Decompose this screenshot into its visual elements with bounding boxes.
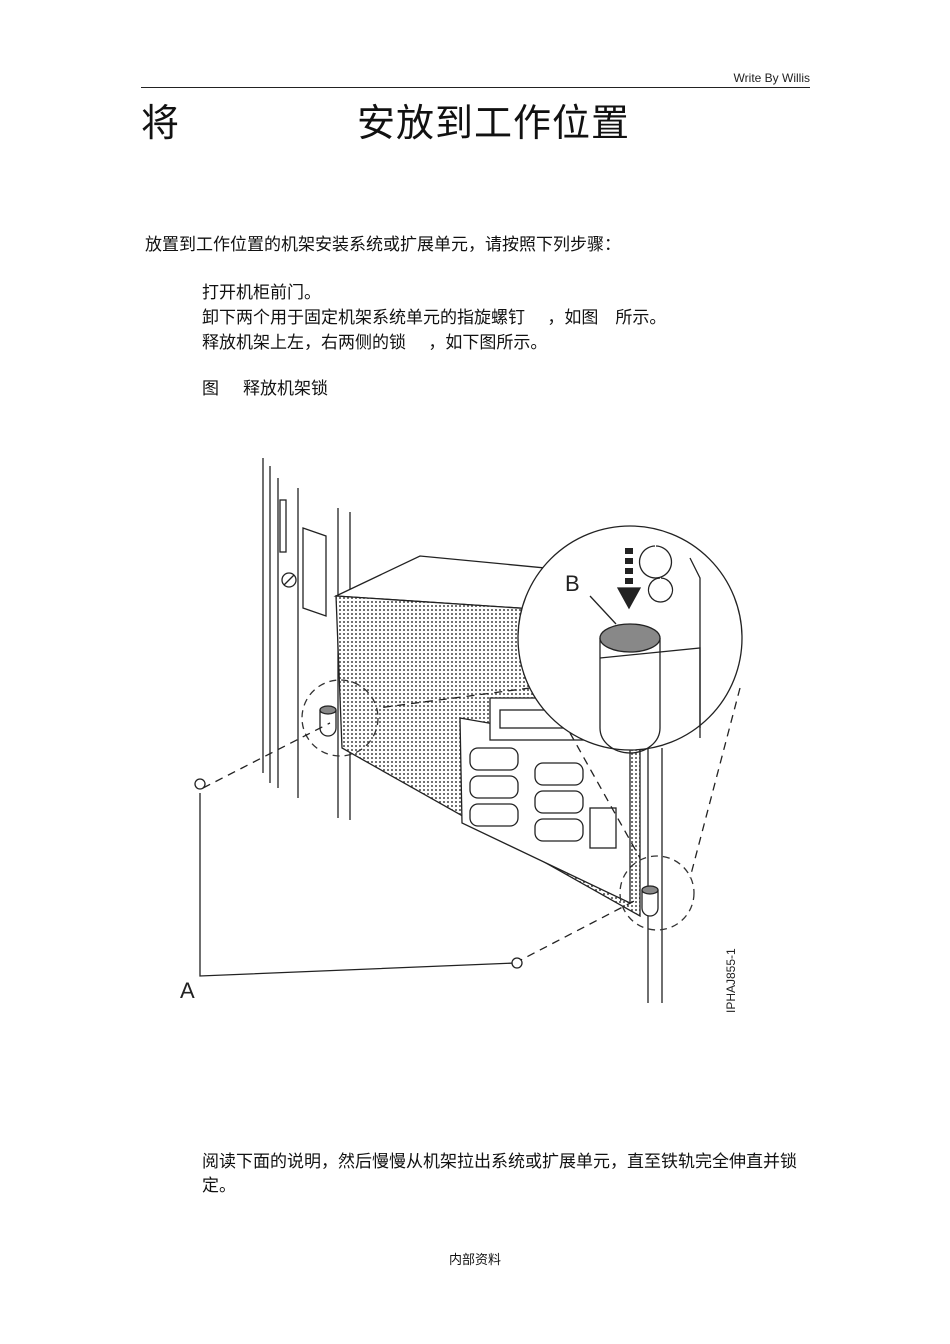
page-title-part2: 安放到工作位置 xyxy=(357,101,631,145)
header-author: Write By Willis xyxy=(733,71,810,85)
header-rule xyxy=(141,87,810,88)
figure-label-b: B xyxy=(565,571,580,596)
figure-code: IPHAJ855-1 xyxy=(724,948,738,1013)
figure-caption-prefix: 图 xyxy=(202,379,219,399)
rack-lock-figure: A B IPHAJ855-1 xyxy=(170,448,790,1028)
figure-caption: 图 释放机架锁 xyxy=(202,377,328,401)
figure-caption-text: 释放机架锁 xyxy=(243,379,328,399)
step-2: 卸下两个用于固定机架系统单元的指旋螺钉 ，如图 所示。 xyxy=(202,308,667,328)
step-3: 释放机架上左，右两侧的锁 ，如下图所示。 xyxy=(202,333,548,353)
rack-lock-illustration: A B IPHAJ855-1 xyxy=(180,458,743,1013)
figure-label-a: A xyxy=(180,978,195,1003)
page-title-part1: 将 xyxy=(141,101,180,145)
intro-paragraph: 放置到工作位置的机架安装系统或扩展单元，请按照下列步骤： xyxy=(145,235,621,255)
body-paragraph: 阅读下面的说明，然后慢慢从机架拉出系统或扩展单元，直至铁轨完全伸直并锁定。 xyxy=(202,1152,797,1196)
footer-text: 内部资料 xyxy=(448,1253,501,1268)
step-1: 打开机柜前门。 xyxy=(202,283,321,303)
